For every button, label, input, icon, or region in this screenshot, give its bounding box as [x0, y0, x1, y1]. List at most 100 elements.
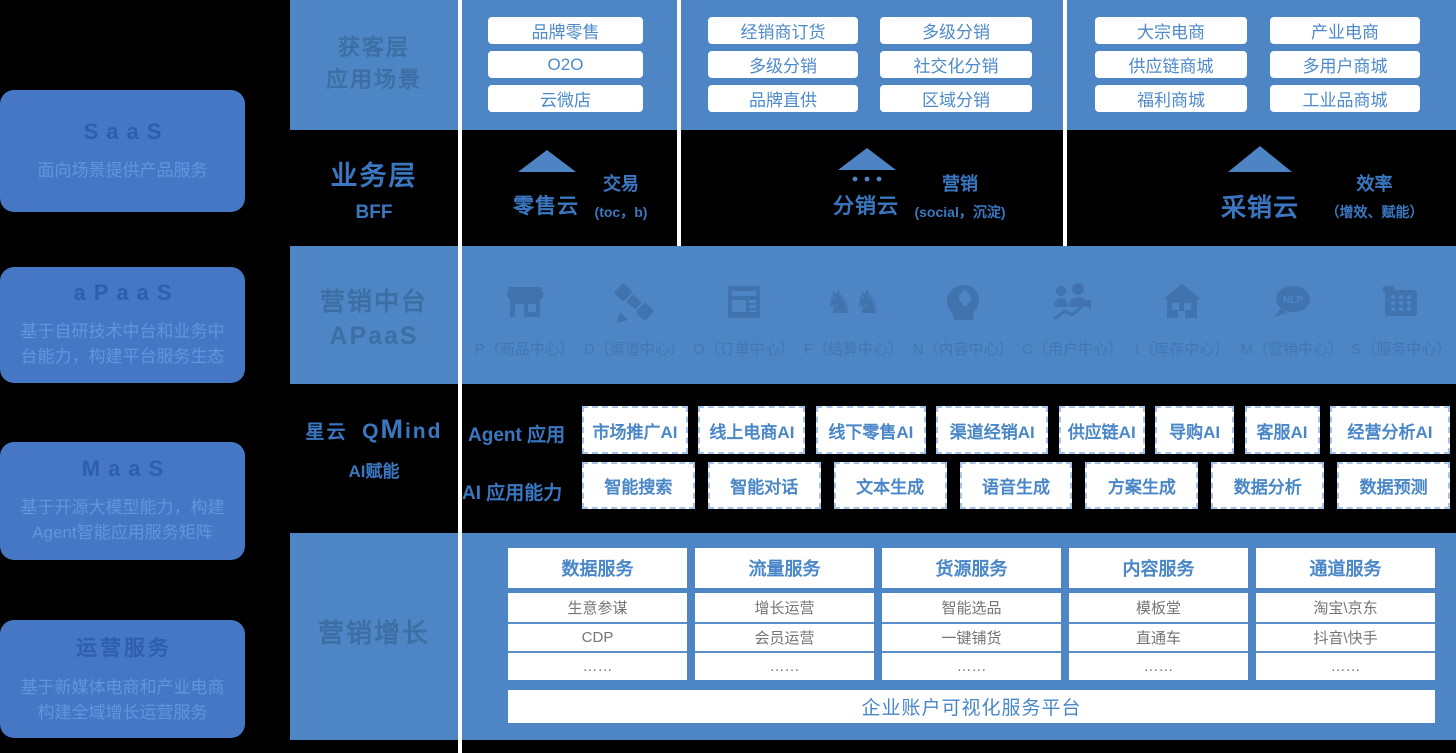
- growth-table-header: 数据服务 流量服务 货源服务 内容服务 通道服务: [508, 548, 1435, 588]
- scene-chip: 经销商订货: [708, 17, 858, 44]
- vertical-divider: [1063, 0, 1067, 246]
- brand-q: Q: [362, 420, 381, 443]
- center-settlement: ♞♞ F（结算中心）: [799, 246, 909, 384]
- table-column: 淘宝\京东 抖音\快手 ……: [1256, 593, 1435, 680]
- center-label: S（服务中心）: [1351, 341, 1452, 358]
- center-label: P（商品中心）: [474, 341, 575, 358]
- cart-grid-icon: [1377, 278, 1425, 326]
- center-product: P（商品中心）: [470, 246, 580, 384]
- scene-chip: O2O: [488, 51, 643, 78]
- scene-chip: 福利商城: [1095, 85, 1247, 112]
- agent-app-chip: 导购AI: [1155, 406, 1235, 454]
- cloud-retail: 零售云: [513, 195, 579, 218]
- table-cell: ……: [1256, 651, 1435, 680]
- panel-saas-title: SaaS: [83, 118, 170, 144]
- apaas-layer-row: 营销中台 APaaS P（商品中心） D（渠道中心） O（订单中心）: [290, 246, 1456, 384]
- column-header: 货源服务: [882, 548, 1061, 588]
- center-label: M（营销中心）: [1240, 341, 1343, 358]
- panel-operation-desc: 基于新媒体电商和产业电商构建全域增长运营服务: [20, 678, 225, 722]
- table-cell: 一键铺货: [882, 622, 1061, 651]
- apaas-label-line2: APaaS: [329, 321, 419, 350]
- table-cell: ……: [882, 651, 1061, 680]
- cloud-distribution-sub: (social，沉淀): [914, 204, 1006, 220]
- center-channel: D（渠道中心）: [580, 246, 690, 384]
- scene-chip: 供应链商城: [1095, 51, 1247, 78]
- panel-saas-desc: 面向场景提供产品服务: [37, 160, 208, 180]
- ai-capabilities-label: AI 应用能力: [462, 483, 563, 504]
- table-column: 生意参谋 CDP ……: [508, 593, 687, 680]
- capability-chip: 方案生成: [1085, 462, 1199, 509]
- center-user: C（用户中心）: [1018, 246, 1128, 384]
- table-column: 模板堂 直通车 ……: [1069, 593, 1248, 680]
- scene-chip: 多级分销: [880, 17, 1032, 44]
- enterprise-platform-bar: 企业账户可视化服务平台: [508, 690, 1435, 723]
- triangle-dots-icon: [838, 148, 896, 182]
- scene-group-retail: 品牌零售 O2O 云微店: [488, 17, 643, 112]
- center-label: O（订单中心）: [693, 341, 795, 358]
- table-column: 智能选品 一键铺货 ……: [882, 593, 1061, 680]
- acquisition-label-line1: 获客层: [337, 35, 410, 60]
- nlp-bubble-icon: NLP: [1268, 278, 1316, 326]
- chess-glyph: ♞♞: [824, 284, 883, 320]
- table-cell: ……: [695, 651, 874, 680]
- table-cell: 增长运营: [754, 600, 815, 617]
- cloud-procurement-sub: （增效、赋能）: [1325, 204, 1424, 220]
- table-cell: CDP: [508, 622, 687, 651]
- agent-app-chip: 线下零售AI: [815, 406, 926, 454]
- capability-chip: 数据分析: [1211, 462, 1325, 509]
- column-header: 流量服务: [695, 548, 874, 588]
- users-chart-icon: [1049, 278, 1097, 326]
- center-service: S（服务中心）: [1347, 246, 1456, 384]
- table-cell: 生意参谋: [567, 600, 628, 617]
- scene-chip: 大宗电商: [1095, 17, 1247, 44]
- warehouse-icon: [1158, 278, 1206, 326]
- order-document-icon: [720, 278, 768, 326]
- business-label-line2: BFF: [355, 202, 393, 223]
- agent-app-chip: 供应链AI: [1058, 406, 1145, 454]
- center-label: F（结算中心）: [803, 341, 904, 358]
- growth-services-table: 数据服务 流量服务 货源服务 内容服务 通道服务 生意参谋 CDP …… 增长运…: [508, 548, 1435, 680]
- acquisition-layer-label: 获客层 应用场景: [294, 32, 454, 96]
- panel-maas: MaaS 基于开源大模型能力，构建Agent智能应用服务矩阵: [0, 442, 245, 560]
- acquisition-layer-row: 获客层 应用场景 品牌零售 O2O 云微店 经销商订货 多级分销 品牌直供 多级…: [290, 0, 1456, 130]
- apaas-centers: P（商品中心） D（渠道中心） O（订单中心） ♞♞ F（结算中心）: [470, 246, 1456, 384]
- cloud-distribution: 分销云: [833, 195, 899, 218]
- center-order: O（订单中心）: [689, 246, 799, 384]
- table-cell: 会员运营: [695, 622, 874, 651]
- panel-apaas-title: aPaaS: [73, 280, 180, 306]
- agent-app-chip: 线上电商AI: [698, 406, 806, 454]
- growth-layer-label: 营销增长: [317, 618, 430, 648]
- vertical-divider: [677, 0, 681, 246]
- scene-group-distribution-a: 经销商订货 多级分销 品牌直供: [708, 17, 858, 112]
- chess-knights-icon: ♞♞: [825, 278, 882, 326]
- panel-operation-service: 运营服务 基于新媒体电商和产业电商构建全域增长运营服务: [0, 620, 245, 738]
- agent-app-chip: 客服AI: [1244, 406, 1320, 454]
- qmind-brand: 星云 QMind AI赋能: [290, 414, 458, 482]
- brand-rest: ind: [404, 420, 443, 443]
- head-gear-icon: [939, 278, 987, 326]
- cloud-retail-tag: 交易: [603, 174, 639, 194]
- agent-app-chip: 市场推广AI: [582, 406, 688, 454]
- scene-chip: 产业电商: [1270, 17, 1420, 44]
- apaas-layer-label: 营销中台 APaaS: [290, 286, 458, 354]
- table-cell: ……: [1069, 651, 1248, 680]
- panel-operation-title: 运营服务: [76, 637, 172, 661]
- panel-saas: SaaS 面向场景提供产品服务: [0, 90, 245, 212]
- cloud-distribution-side: 营销 (social，沉淀): [880, 170, 1040, 222]
- scene-chip: 云微店: [488, 85, 643, 112]
- agent-apps-row: 市场推广AI 线上电商AI 线下零售AI 渠道经销AI 供应链AI 导购AI 客…: [582, 406, 1450, 454]
- qmind-brand-name: 星云 QMind: [290, 414, 458, 445]
- scene-chip: 品牌直供: [708, 85, 858, 112]
- business-layer-row: 业务层 BFF 零售云 交易 (toc，b) 分销云 营销 (social，沉淀…: [290, 130, 1456, 246]
- center-inventory: I（库存中心）: [1127, 246, 1237, 384]
- cloud-procurement-side: 效率 （增效、赋能）: [1312, 170, 1437, 222]
- panel-maas-desc: 基于开源大模型能力，构建Agent智能应用服务矩阵: [20, 498, 225, 542]
- scene-chip: 多级分销: [708, 51, 858, 78]
- qmind-brand-sub: AI赋能: [348, 462, 400, 481]
- triangle-icon: [518, 150, 576, 172]
- table-column: 增长运营 会员运营 ……: [695, 593, 874, 680]
- table-cell: 智能选品: [941, 600, 1002, 617]
- capability-chip: 智能搜索: [582, 462, 695, 509]
- cloud-distribution-tag: 营销: [942, 174, 978, 194]
